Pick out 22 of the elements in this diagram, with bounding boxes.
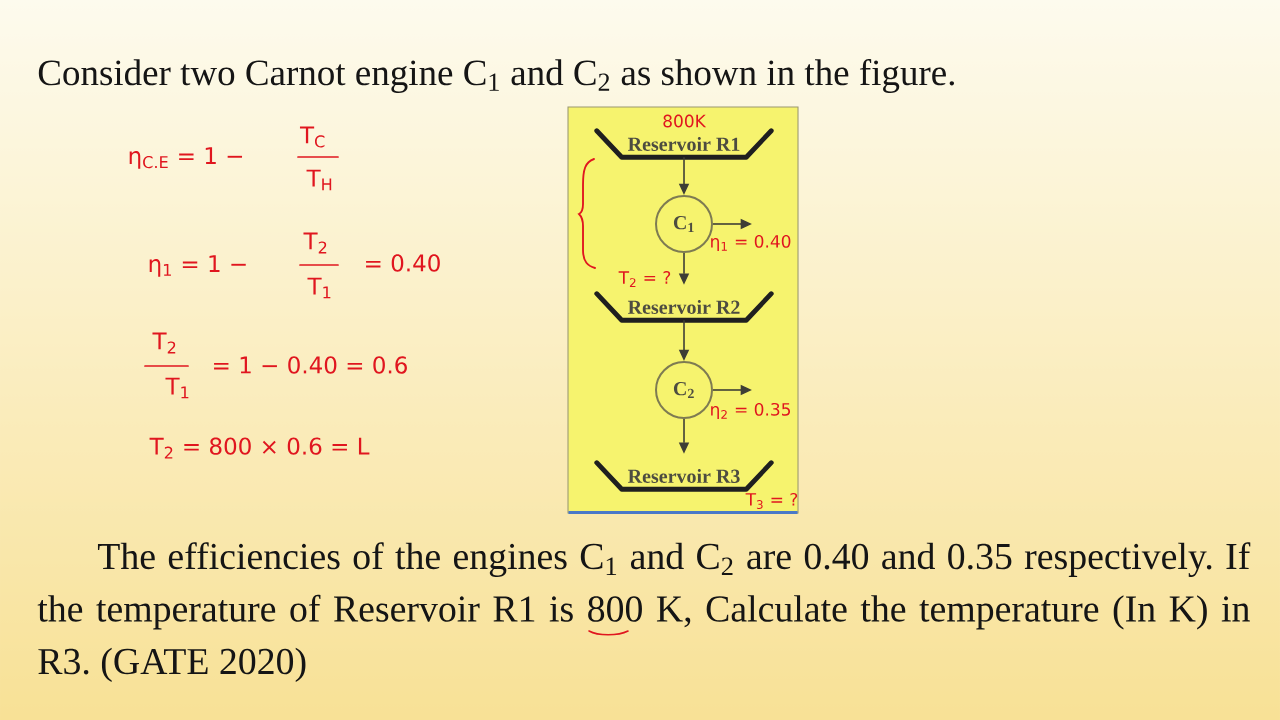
- reservoir-trough: Reservoir R1: [594, 128, 774, 160]
- handwritten-note: η$_{2}$ = 0.35: [711, 402, 790, 420]
- question-text: The efficiencies of the engines C$_{1}$ and C$_{2}$ are 0.40 and 0.35 respectively. If the temperature of Reservoir R1 is 800 K, Calculate the temperature (In K) in R3. (GATE 2020): [37, 542, 1251, 682]
- reservoir-trough: Reservoir R2: [594, 291, 774, 323]
- handwritten-note: T$_{1}$: [165, 377, 189, 399]
- handwritten-note: = 0.40: [366, 254, 440, 272]
- handwritten-note: T$_{1}$: [307, 277, 331, 299]
- handwritten-note: T$_{H}$: [306, 169, 332, 191]
- handwritten-note: T$_{2}$: [152, 332, 176, 354]
- handwritten-note: η$_{C.E}$ = 1 −: [129, 147, 243, 169]
- handwritten-note: = 1 − 0.40 = 0.6: [214, 356, 407, 374]
- handwritten-note: T$_{3}$ = ?: [745, 492, 798, 510]
- handwritten-note: η$_{1}$ = 1 −: [149, 255, 246, 277]
- handwritten-note: 800K: [663, 114, 707, 128]
- figure-panel: [567, 106, 799, 514]
- handwritten-note: T$_{2}$ = 800 × 0.6 = L: [149, 437, 370, 459]
- handwritten-note: T$_{C}$: [299, 126, 325, 148]
- handwritten-note: η$_{1}$ = 0.40: [711, 234, 791, 252]
- reservoir-trough: Reservoir R3: [594, 460, 774, 492]
- title: Consider two Carnot engine C$_{1}$ and C$_{2}$ as shown in the figure.: [38, 58, 954, 93]
- handwritten-note: T$_{2}$: [303, 232, 327, 254]
- handwritten-note: T$_{2}$ = ?: [618, 271, 671, 287]
